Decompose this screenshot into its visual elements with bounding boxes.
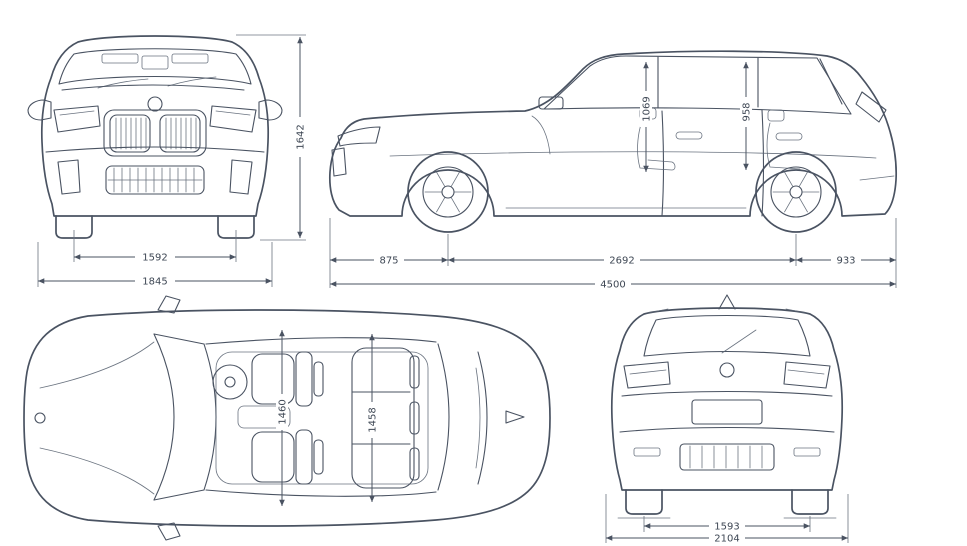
rear-window <box>643 314 811 357</box>
dim-interior-height-rear: 958 <box>742 102 753 121</box>
front-body-outline <box>40 35 270 217</box>
side-dimensions: 1069 958 875 2692 933 4500 <box>329 62 897 291</box>
front-car-art <box>27 35 283 239</box>
dim-interior-width-front: 1460 <box>278 399 289 424</box>
dim-front-track-width: 1592 <box>142 253 167 264</box>
dim-front-overhang: 875 <box>379 256 398 267</box>
side-pillars <box>657 56 843 109</box>
top-left-mirror <box>157 295 181 314</box>
right-mirror <box>258 99 283 121</box>
front-windshield <box>58 48 252 85</box>
steering-wheel <box>212 364 248 400</box>
tailgate-seam-lower <box>619 426 835 433</box>
rear-diffuser <box>679 443 775 471</box>
center-console <box>237 405 291 429</box>
side-grille <box>331 147 347 177</box>
front-dimensions: 1642 1592 1845 <box>37 34 307 288</box>
rear-wiper <box>721 329 757 354</box>
side-glasshouse <box>543 55 852 115</box>
dim-overall-height: 1642 <box>296 124 307 149</box>
side-car-art <box>328 50 898 233</box>
top-body-outline <box>23 309 551 527</box>
side-body-outline <box>328 50 898 217</box>
front-intake-slats <box>107 167 203 193</box>
dim-interior-width-rear: 1458 <box>368 407 379 432</box>
rear-view: 1593 2104 <box>605 294 849 545</box>
left-taillight-detail <box>629 369 667 375</box>
front-hood-line <box>61 84 245 91</box>
dim-overall-length: 4500 <box>600 280 625 291</box>
right-headlight <box>209 105 257 133</box>
side-view: 1069 958 875 2692 933 4500 <box>328 50 898 291</box>
panorama-roof <box>215 351 429 485</box>
top-roundel <box>34 412 46 424</box>
top-car-art <box>23 295 551 541</box>
front-left-side-intake <box>57 159 81 195</box>
side-taillight <box>855 91 887 123</box>
top-view: 1460 1458 <box>23 295 551 541</box>
brand-roundel <box>147 96 163 112</box>
left-headlight-detail <box>59 110 95 116</box>
side-character-line <box>389 151 877 159</box>
top-roof-edges <box>205 337 437 497</box>
front-grille <box>103 109 207 157</box>
front-right-side-intake <box>229 159 253 195</box>
front-wheel <box>407 151 489 233</box>
dim-overall-width: 1845 <box>142 277 167 288</box>
side-mirror <box>538 96 564 110</box>
side-headlight <box>337 126 381 147</box>
license-plate-recess <box>691 399 763 425</box>
interior-seats <box>531 107 801 171</box>
rear-dimensions: 1593 2104 <box>605 494 849 545</box>
cargo-line <box>475 367 481 469</box>
tailgate-seam-upper <box>621 390 833 397</box>
rear-reflectors <box>633 447 821 457</box>
front-bumper-crease <box>45 146 265 153</box>
top-rear-window <box>437 343 488 491</box>
rear-bench-top <box>351 347 420 489</box>
rear-right-wheel <box>791 489 829 515</box>
dim-rear-overall-width: 2104 <box>714 534 739 545</box>
left-headlight <box>53 105 101 133</box>
front-lower-intake <box>105 165 205 195</box>
top-windshield <box>153 333 217 501</box>
dim-wheelbase: 2692 <box>609 256 634 267</box>
front-sun-visors <box>101 53 209 70</box>
rear-left-wheel <box>625 489 663 515</box>
front-view: 1642 1592 1845 <box>27 34 307 288</box>
left-taillight <box>623 361 671 389</box>
right-headlight-detail <box>215 110 251 116</box>
side-door-lines <box>661 109 765 217</box>
antenna-fin <box>505 410 525 424</box>
right-taillight <box>783 361 831 389</box>
dim-rear-overhang: 933 <box>836 256 855 267</box>
rear-antenna-fin <box>718 294 736 310</box>
top-right-mirror <box>157 522 181 541</box>
side-rear-bumper-line <box>859 175 895 181</box>
rear-roundel <box>719 362 735 378</box>
rear-car-art <box>610 294 844 519</box>
rear-body-outline <box>610 307 844 491</box>
front-grille-slats <box>115 117 197 150</box>
left-mirror <box>27 99 52 121</box>
roof-rails <box>647 308 807 314</box>
rear-wheel <box>755 151 837 233</box>
dim-rear-track-width: 1593 <box>714 522 739 533</box>
side-door-handles <box>675 131 803 141</box>
dim-interior-height-front: 1069 <box>642 96 653 121</box>
top-hood-creases <box>39 341 155 495</box>
front-seats-top <box>251 351 324 485</box>
top-dimensions: 1460 1458 <box>276 330 379 506</box>
right-taillight-detail <box>787 369 825 375</box>
rear-diffuser-slats <box>689 445 763 469</box>
